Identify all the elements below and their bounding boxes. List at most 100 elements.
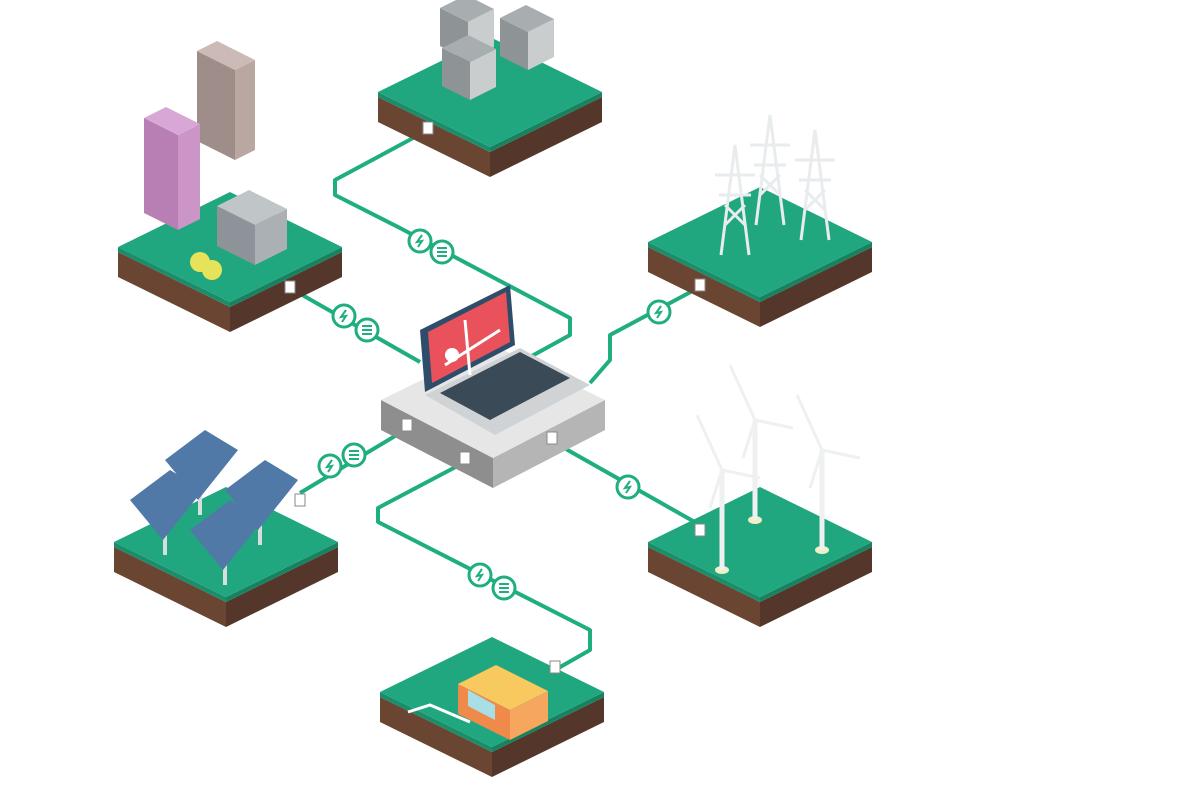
tile-edge [380,692,492,752]
panel [130,470,203,540]
tile-edge [648,242,760,302]
lightning-bolt-icon [407,228,433,254]
tile-side [760,247,872,327]
port [422,121,434,135]
ev-node [380,637,604,777]
shape [144,118,178,230]
tile-top [648,187,872,297]
panel [190,500,263,570]
tile-side [490,97,602,177]
wind-turbine-icon [695,364,861,574]
shape [470,49,496,100]
port [694,523,706,537]
tile-side [226,547,338,627]
lightning-bolt-icon [317,453,343,479]
pylon [795,129,835,241]
batteries-node [378,0,602,177]
shape [217,190,287,225]
tile-edge [230,247,342,307]
data-list-icon [354,317,380,343]
port [549,660,561,674]
pylon [750,114,790,226]
port [694,278,706,292]
port [546,431,558,445]
shape [528,19,554,70]
tile-edge [648,542,760,602]
lightning-bolt-icon [615,474,641,500]
tile-top [378,37,602,147]
hub-node [381,285,605,488]
factory [217,190,287,265]
battery [500,5,554,70]
apartment-building [144,107,200,230]
city-node [118,41,342,332]
shape [217,206,255,265]
tile-edge [226,542,338,602]
tile-side [492,697,604,777]
shape [197,51,235,160]
solar-node [114,430,338,627]
port [459,451,471,465]
tile-edge [378,92,490,152]
wire-batteries [333,128,572,359]
chart-line [463,319,472,376]
tower-building [197,41,255,160]
tree [202,260,222,280]
pylon [715,144,755,256]
lightning-bolt-icon [331,303,357,329]
shape [255,209,287,265]
shape [500,18,528,70]
wind-node [648,364,872,627]
tile-side [760,547,872,627]
tile-side [114,547,226,627]
shape [442,48,470,100]
tile-edge [114,542,226,602]
tile-edge [760,242,872,302]
pie-chart-icon [445,348,459,362]
shape [235,60,255,160]
tile-edge [118,247,230,307]
tile-edge [490,92,602,152]
turbine [795,394,861,554]
tile-side [380,697,492,777]
plug-cable [407,703,471,724]
tile-edge [492,692,604,752]
data-list-icon [341,442,367,468]
shape [197,41,255,70]
solar-panel [190,500,263,585]
tile-edge [760,542,872,602]
shape [178,124,200,230]
car-window [468,690,495,720]
port [284,280,296,294]
tile-side [378,97,490,177]
city-buildings-icon [144,41,287,280]
lightning-bolt-icon [467,562,493,588]
solar-panel-icon [130,430,298,585]
transmission-node [648,114,872,327]
shape [440,0,494,22]
battery [442,35,496,100]
tile-side [118,252,230,332]
data-list-icon [491,575,517,601]
panel [225,460,298,530]
solar-panel [165,430,238,515]
tile-side [648,547,760,627]
wire-transmission [588,285,701,385]
power-pylon-icon [715,114,835,256]
solar-panel [130,470,203,555]
lightning-bolt-icon [646,299,672,325]
data-list-icon [429,239,455,265]
shape [442,35,496,62]
shape [458,665,548,710]
shape [510,691,548,740]
wire-city [289,286,421,364]
turbine [728,364,794,524]
port [401,418,413,432]
electric-car-icon [407,665,548,740]
tile-top [648,487,872,597]
shape [500,5,554,32]
battery-storage-icon [440,0,554,100]
keyboard [440,352,570,420]
port [294,493,306,507]
